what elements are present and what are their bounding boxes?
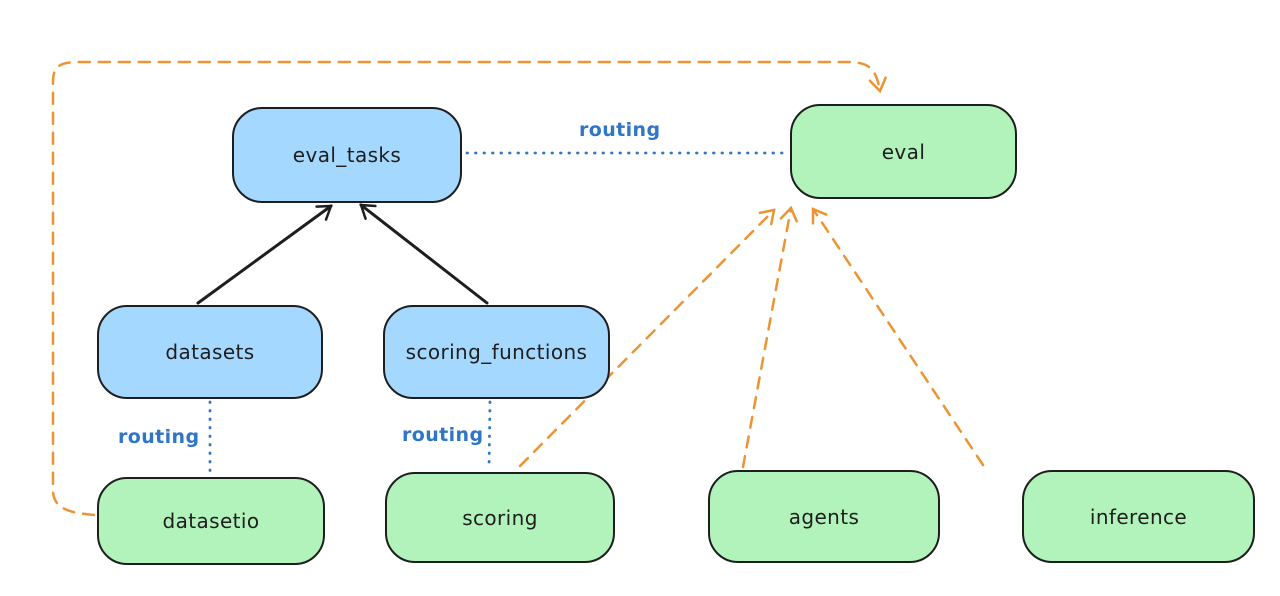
routing-label-scoring-functions-scoring: routing [402, 424, 484, 446]
edge-scoring-functions-to-scoring-routing [487, 400, 492, 471]
node-scoring-functions-label: scoring_functions [405, 340, 588, 364]
node-datasets-label: datasets [165, 340, 255, 364]
node-datasets: datasets [97, 305, 323, 399]
routing-label-datasets-datasetio: routing [118, 426, 200, 448]
edge-datasetio-to-eval [51, 60, 880, 517]
edge-scoring-functions-to-eval-tasks [361, 203, 489, 305]
routing-label-eval-tasks-eval: routing [579, 119, 661, 141]
edge-inference-to-eval [813, 209, 985, 467]
node-eval-label: eval [881, 139, 926, 164]
node-eval-tasks-label: eval_tasks [292, 143, 402, 167]
node-scoring-functions: scoring_functions [383, 305, 610, 399]
edge-scoring-to-eval [518, 210, 774, 468]
node-inference: inference [1022, 470, 1255, 563]
edge-datasets-to-eval-tasks [196, 204, 331, 305]
node-scoring: scoring [385, 472, 615, 563]
node-inference-label: inference [1089, 504, 1188, 529]
node-eval-tasks: eval_tasks [232, 107, 462, 203]
node-datasetio-label: datasetio [162, 509, 260, 533]
node-scoring-label: scoring [462, 505, 538, 530]
node-eval: eval [790, 104, 1017, 199]
node-agents-label: agents [788, 504, 860, 529]
node-datasetio: datasetio [97, 477, 325, 565]
edge-agents-to-eval [741, 208, 791, 469]
node-agents: agents [708, 470, 940, 563]
